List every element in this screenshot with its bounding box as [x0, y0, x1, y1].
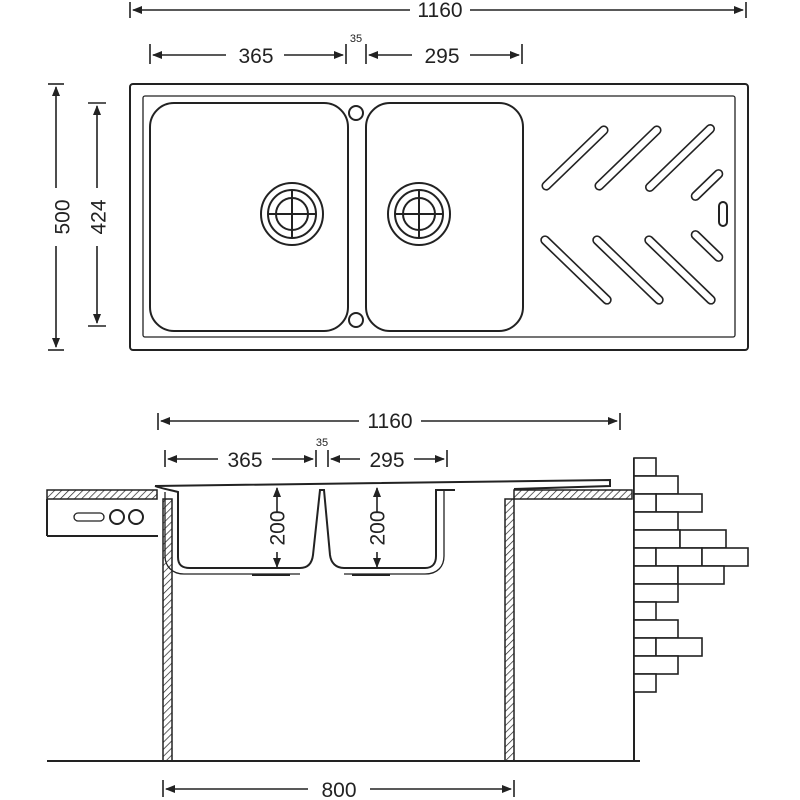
top-overall-depth-label: 500 — [52, 199, 75, 234]
top-bowl-widths-dimension: 365 35 295 — [149, 33, 523, 68]
top-bowl1-width-label: 365 — [238, 45, 273, 68]
sink-inner-rim — [142, 95, 736, 338]
section-bowl1-depth-dimension: 200 — [267, 487, 290, 568]
top-view: 1160 365 35 295 500 — [48, 0, 749, 351]
left-drain-icon — [260, 182, 324, 246]
section-overall-width-label: 1160 — [367, 410, 412, 433]
top-gap-width-label: 35 — [350, 33, 362, 45]
cabinet-left-panel — [162, 498, 173, 762]
section-overall-width-dimension: 1160 — [157, 410, 621, 433]
section-view: 1160 365 35 295 — [46, 410, 749, 800]
section-cabinet-width-dimension: 800 — [162, 779, 515, 800]
right-drain-icon — [387, 182, 451, 246]
countertop-right — [513, 489, 633, 500]
left-bowl — [149, 102, 349, 332]
top-bowl-depth-label: 424 — [88, 199, 111, 234]
right-bowl — [365, 102, 524, 332]
section-cabinet-width-label: 800 — [321, 779, 356, 800]
section-bowl1-depth-label: 200 — [267, 510, 290, 545]
section-bowl-widths-dimension: 365 35 295 — [164, 437, 448, 472]
top-bowl2-width-label: 295 — [424, 45, 459, 68]
section-bowl2-depth-label: 200 — [367, 510, 390, 545]
section-bowl2-width-label: 295 — [369, 449, 404, 472]
countertop-left — [46, 489, 158, 500]
cooktop-controls-icon — [73, 509, 144, 525]
brick-wall — [633, 457, 749, 761]
section-bowl2-depth-dimension: 200 — [367, 487, 390, 568]
sink-profile — [154, 478, 611, 576]
tap-hole-top — [348, 105, 364, 121]
top-overall-width-dimension: 1160 — [129, 0, 747, 22]
overflow-slot — [718, 201, 728, 227]
cabinet-right-panel — [504, 498, 515, 762]
top-overall-width-label: 1160 — [417, 0, 462, 22]
overflow-hole-bottom — [348, 312, 364, 328]
drainer-grooves — [540, 124, 728, 305]
sink-outer-rim — [129, 83, 749, 351]
section-bowl1-width-label: 365 — [227, 449, 262, 472]
top-overall-depth-dimension: 500 — [48, 83, 75, 351]
top-bowl-depth-dimension: 424 — [88, 102, 111, 327]
section-gap-width-label: 35 — [316, 437, 328, 449]
